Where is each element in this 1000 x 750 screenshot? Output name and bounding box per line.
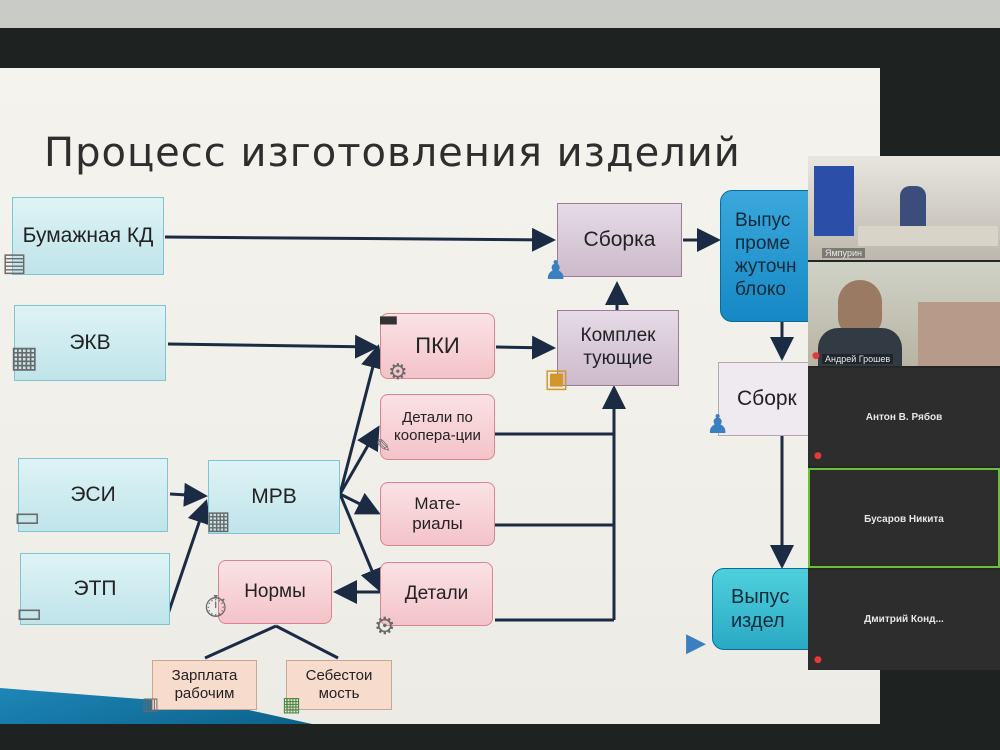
participant-tile-5[interactable]: Дмитрий Конд... ●	[808, 570, 1000, 670]
card-icon: ▭	[14, 500, 41, 533]
video-participants-panel: Ямпурин ● Андрей Грошев Антон В. Рябов ●…	[808, 156, 1000, 670]
calculator-icon: ▦	[282, 692, 301, 716]
monitor-top-bezel	[0, 0, 1000, 30]
slide-title: Процесс изготовления изделий	[44, 130, 741, 176]
stopwatch-icon: ⏱	[204, 590, 228, 625]
money-icon: ▥	[142, 694, 160, 715]
participant-name: Ямпурин	[822, 248, 865, 258]
materials-box: Мате-риалы	[380, 482, 495, 546]
participant-tile-4-active[interactable]: Бусаров Никита	[808, 468, 1000, 568]
cost-box: Себестои мость	[286, 660, 392, 710]
assembly2-box: Сборк	[718, 362, 818, 436]
truck-icon: ▶	[686, 628, 706, 658]
details-coop-box: Детали по коопера-ции	[380, 394, 495, 460]
participant-name: Дмитрий Конд...	[864, 614, 944, 625]
details-box: Детали	[380, 562, 493, 626]
chip-icon: ▬	[378, 307, 399, 332]
assembly-box: Сборка	[557, 203, 682, 277]
participant-name: Андрей Грошев	[822, 354, 894, 364]
mic-muted-icon: ●	[812, 351, 820, 361]
pen-icon: ✎	[376, 436, 392, 457]
person-silhouette	[900, 186, 926, 226]
boxes-icon: ▣	[544, 364, 569, 394]
mic-muted-icon: ●	[814, 655, 822, 665]
participant-name: Антон В. Рябов	[865, 412, 943, 423]
face	[838, 280, 882, 336]
document-stack-icon: ▤	[2, 248, 27, 278]
room-background	[918, 302, 1000, 366]
salary-box: Зарплата рабочим	[152, 660, 257, 710]
classroom-board	[814, 166, 854, 236]
mic-muted-icon: ●	[814, 451, 822, 461]
esi-box: ЭСИ	[18, 458, 168, 532]
pki-box: ПКИ	[380, 313, 495, 379]
participant-tile-3[interactable]: Антон В. Рябов ●	[808, 368, 1000, 466]
mrv-box: МРВ	[208, 460, 340, 534]
workers-icon: ♟	[706, 410, 730, 440]
table-icon: ▦	[206, 506, 231, 536]
gears-icon: ⚙	[374, 612, 396, 640]
participant-tile-2[interactable]: ● Андрей Грошев	[808, 262, 1000, 366]
spreadsheet-icon: ▦	[10, 340, 39, 375]
release-products-box: Выпус издел	[712, 568, 822, 650]
participant-name: Бусаров Никита	[864, 514, 944, 525]
desks	[858, 226, 998, 246]
parts-icon: ⚙	[388, 360, 408, 385]
ekv-box: ЭКВ	[14, 305, 166, 381]
people-icon: ♟	[544, 256, 568, 286]
etp-box: ЭТП	[20, 553, 170, 625]
participant-tile-1[interactable]: Ямпурин	[808, 156, 1000, 260]
card-icon-2: ▭	[16, 596, 43, 629]
paper-kd-box: Бумажная КД	[12, 197, 164, 275]
shoulders	[818, 328, 902, 366]
norms-box: Нормы	[218, 560, 332, 624]
components-box: Комплек тующие	[557, 310, 679, 386]
